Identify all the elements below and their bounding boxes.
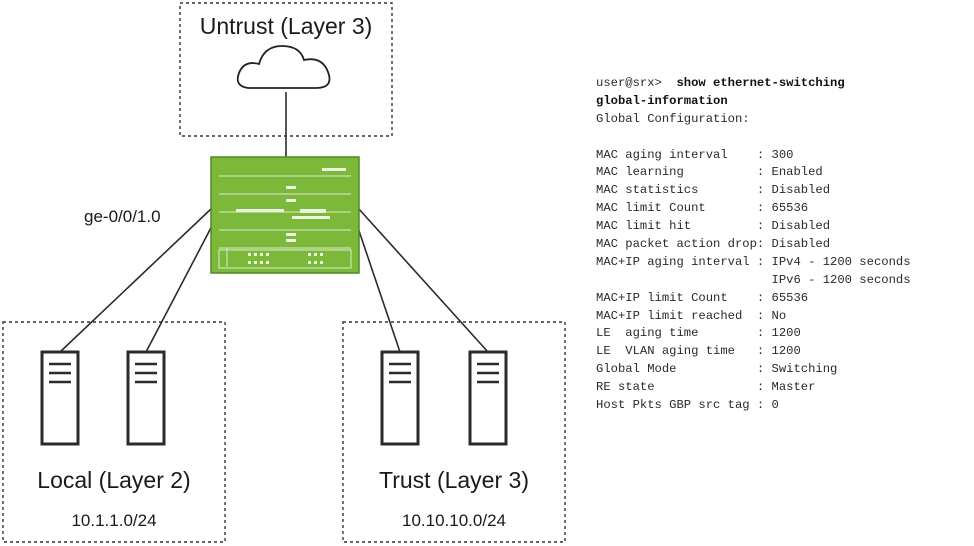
cli-row-value: 65536 (771, 201, 809, 216)
server-icon (380, 350, 420, 446)
network-diagram: Untrust (Layer 3) ge- (2, 2, 566, 543)
trust-zone: Trust (Layer 3) 10.10.10.0/24 (342, 321, 566, 543)
cli-row-separator: : (756, 254, 772, 269)
cli-row-value: Switching (771, 362, 838, 377)
cli-row-key: MAC limit Count (596, 201, 757, 216)
cli-row-key: MAC limit hit (596, 219, 757, 234)
cli-row-key: MAC+IP limit reached (596, 308, 757, 323)
cli-row-value: No (771, 308, 787, 323)
cli-row-key: MAC statistics (596, 183, 757, 198)
cli-row-value: 0 (771, 398, 779, 413)
cli-row-value: 65536 (771, 290, 809, 305)
cli-row: LE aging time : 1200 (596, 325, 911, 343)
cli-row-separator (757, 273, 772, 287)
cli-row-key: LE aging time (596, 326, 757, 341)
cli-row-key (596, 273, 757, 287)
cli-row: MAC learning : Enabled (596, 164, 911, 182)
cli-row: MAC statistics : Disabled (596, 182, 911, 200)
cli-prompt: user@srx> (596, 76, 662, 90)
cli-row-value: 1200 (771, 326, 801, 341)
trust-zone-label: Trust (Layer 3) (379, 467, 529, 493)
cli-row-separator: : (756, 201, 772, 216)
cli-row: MAC limit Count : 65536 (596, 200, 911, 218)
srx-device-icon (210, 156, 360, 274)
cli-row-value: IPv6 - 1200 seconds (771, 272, 911, 287)
cli-row-value: IPv4 - 1200 seconds (771, 254, 911, 269)
cli-row: MAC aging interval : 300 (596, 147, 911, 165)
cli-row-separator: : (756, 237, 772, 252)
cli-row: Host Pkts GBP src tag : 0 (596, 397, 911, 415)
cli-row-separator: : (756, 147, 772, 162)
cli-row-separator: : (756, 362, 772, 377)
cli-row-separator: : (756, 165, 772, 180)
cli-row-key: Global Mode (596, 362, 757, 377)
link-trust-server-2 (357, 207, 489, 353)
cloud-icon (236, 45, 331, 89)
cli-row: MAC+IP limit reached : No (596, 308, 911, 326)
interface-label: ge-0/0/1.0 (84, 207, 161, 226)
cli-row-value: 300 (771, 147, 794, 162)
cli-row-separator: : (756, 183, 772, 198)
link-local-server-2 (145, 221, 215, 353)
link-trust-server-1 (355, 221, 401, 353)
cli-row-separator: : (756, 308, 772, 323)
trust-zone-box (342, 321, 566, 543)
local-zone: Local (Layer 2) 10.1.1.0/24 (2, 321, 226, 543)
cli-row-separator: : (756, 398, 772, 413)
cli-row-key: MAC packet action drop (596, 237, 757, 252)
cli-row: MAC+IP aging interval : IPv4 - 1200 seco… (596, 254, 911, 272)
cli-row-key: MAC+IP limit Count (596, 290, 757, 305)
server-icon (40, 350, 80, 446)
cli-row-value: Disabled (771, 237, 831, 252)
cli-row-key: RE state (596, 380, 757, 395)
cli-row-value: Disabled (771, 219, 831, 234)
local-zone-box (2, 321, 226, 543)
cli-row-separator: : (756, 326, 772, 341)
cli-row-key: MAC aging interval (596, 147, 757, 162)
server-icon (468, 350, 508, 446)
cli-row-key: MAC+IP aging interval (596, 254, 757, 269)
cli-row: LE VLAN aging time : 1200 (596, 343, 911, 361)
cli-blank-line (596, 129, 911, 147)
cli-row-value: Disabled (771, 183, 831, 198)
cli-row-separator: : (756, 380, 772, 395)
untrust-zone: Untrust (Layer 3) (179, 2, 393, 137)
cli-row: MAC limit hit : Disabled (596, 218, 911, 236)
cli-command-line: user@srx> show ethernet-switching (596, 75, 911, 93)
cli-row-key: Host Pkts GBP src tag (596, 398, 757, 413)
cli-row-separator: : (756, 219, 772, 234)
cli-row: MAC packet action drop: Disabled (596, 236, 911, 254)
link-local-server-1 (59, 207, 213, 353)
cli-row-key: LE VLAN aging time (596, 344, 757, 359)
cli-row-value: 1200 (771, 344, 801, 359)
cli-row-key: MAC learning (596, 165, 757, 180)
cli-row: MAC+IP limit Count : 65536 (596, 290, 911, 308)
untrust-zone-box (179, 2, 393, 137)
trust-subnet-label: 10.10.10.0/24 (402, 511, 506, 530)
cli-row: IPv6 - 1200 seconds (596, 272, 911, 290)
cli-row-value: Enabled (771, 165, 823, 180)
cli-row-value: Master (771, 380, 816, 395)
cli-command-continuation: global-information (596, 93, 728, 108)
cli-row-separator: : (756, 344, 772, 359)
cli-row: RE state : Master (596, 379, 911, 397)
cli-command: show ethernet-switching (676, 76, 845, 90)
cli-header: Global Configuration: (596, 111, 750, 126)
cli-row-separator: : (756, 290, 772, 305)
cli-row: Global Mode : Switching (596, 361, 911, 379)
server-icon (126, 350, 166, 446)
untrust-zone-label: Untrust (Layer 3) (200, 13, 373, 39)
connections (59, 92, 489, 353)
local-subnet-label: 10.1.1.0/24 (71, 511, 156, 530)
local-zone-label: Local (Layer 2) (37, 467, 190, 493)
